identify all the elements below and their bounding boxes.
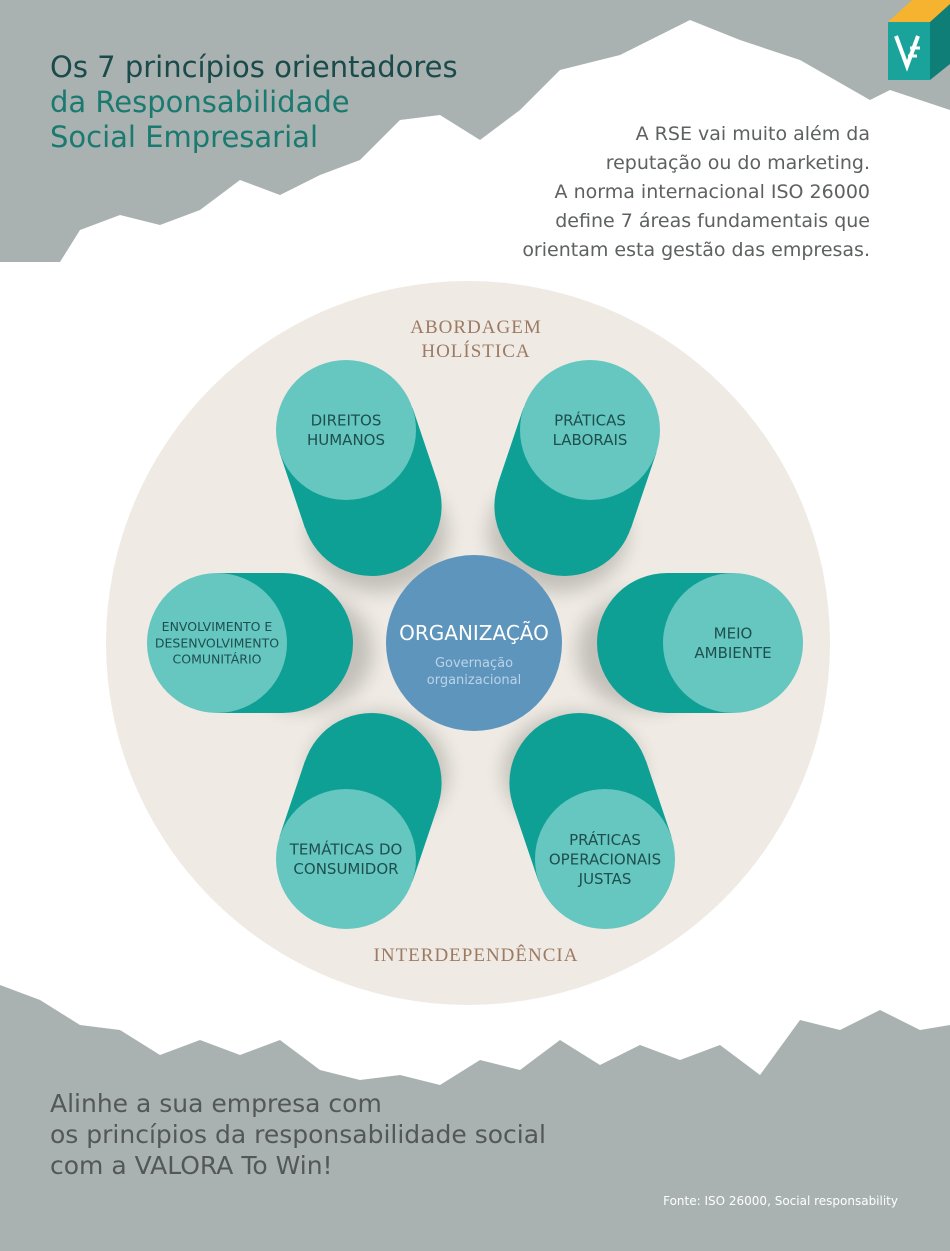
cta-line: com a VALORA To Win! xyxy=(50,1151,333,1180)
source-note: Fonte: ISO 26000, Social responsability xyxy=(663,1194,898,1208)
principle-circle xyxy=(276,360,416,500)
cta-line: os princípios da responsabilidade social xyxy=(50,1120,546,1149)
principle-label-line: COMUNITÁRIO xyxy=(173,652,262,667)
logo-side-face xyxy=(930,4,950,80)
title-line-2: da Responsabilidade xyxy=(50,85,350,119)
principle-label-line: TEMÁTICAS DO xyxy=(289,840,403,859)
intro-line: define 7 áreas fundamentais que xyxy=(555,210,870,232)
principle-label-line: DESENVOLVIMENTO xyxy=(155,635,279,650)
bottom-label: INTERDEPENDÊNCIA xyxy=(374,944,579,966)
logo-front-face xyxy=(888,22,930,80)
valora-logo-icon xyxy=(888,0,950,80)
principle-circle xyxy=(276,789,416,929)
page-title: Os 7 princípios orientadores da Responsa… xyxy=(50,50,570,155)
cta-line: Alinhe a sua empresa com xyxy=(50,1089,382,1118)
title-line-3: Social Empresarial xyxy=(50,120,318,154)
center-subtitle-line-2: organizacional xyxy=(427,673,521,688)
principle-label-line: AMBIENTE xyxy=(694,644,771,662)
intro-line: A RSE vai muito além da xyxy=(635,123,870,145)
title-line-1: Os 7 princípios orientadores xyxy=(50,50,458,84)
principle-label-line: ENVOLVIMENTO E xyxy=(162,619,273,634)
principle-label-line: MEIO xyxy=(714,625,753,643)
center-title: ORGANIZAÇÃO xyxy=(399,621,549,645)
principle-label-line: LABORAIS xyxy=(553,431,628,449)
principle-label-line: DIREITOS xyxy=(311,412,382,430)
top-label-line-1: ABORDAGEM xyxy=(410,317,541,338)
logo-top-face xyxy=(888,0,950,22)
top-gray-band xyxy=(0,0,950,262)
bottom-gray-band xyxy=(0,985,950,1251)
principle-label-line: PRÁTICAS xyxy=(554,411,626,430)
principle-label-line: OPERACIONAIS xyxy=(549,850,661,868)
principle-circle xyxy=(663,573,803,713)
center-circle xyxy=(386,555,562,731)
intro-line: orientam esta gestão das empresas. xyxy=(522,239,870,261)
principle-label-line: CONSUMIDOR xyxy=(293,860,398,878)
intro-line: reputação ou do marketing. xyxy=(605,152,870,174)
center-subtitle-line-1: Governação xyxy=(435,656,513,671)
logo-v-mark xyxy=(894,35,920,72)
principle-label-line: PRÁTICAS xyxy=(569,830,641,849)
intro-text: A RSE vai muito além da reputação ou do … xyxy=(450,120,870,265)
principle-label-line: JUSTAS xyxy=(578,870,632,888)
principle-circle xyxy=(520,360,660,500)
principle-tubes: DIREITOSHUMANOSPRÁTICASLABORAISMEIOAMBIE… xyxy=(147,360,803,929)
principle-circle xyxy=(535,789,675,929)
principle-circle xyxy=(147,573,287,713)
principle-label-line: HUMANOS xyxy=(307,431,385,449)
top-label-line-2: HOLÍSTICA xyxy=(421,340,530,362)
intro-line: A norma internacional ISO 26000 xyxy=(554,181,870,203)
call-to-action: Alinhe a sua empresa com os princípios d… xyxy=(50,1088,650,1181)
